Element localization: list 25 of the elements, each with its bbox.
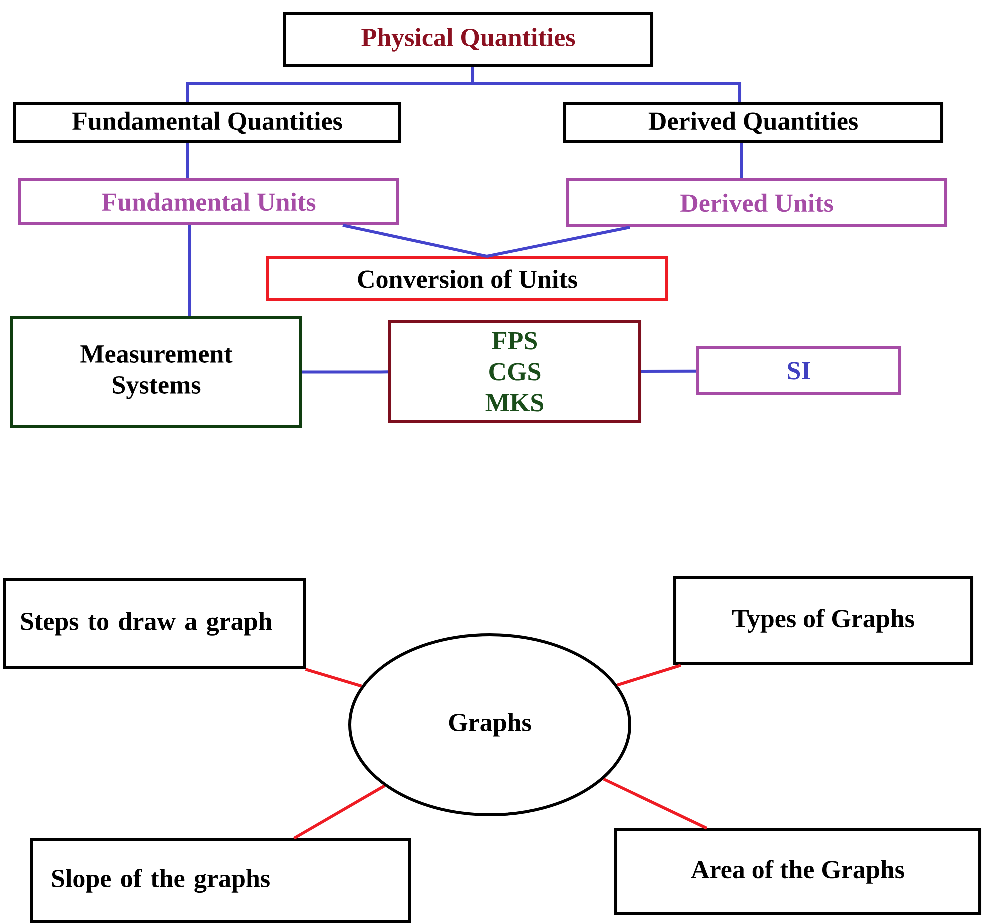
concept-box: Types of Graphs: [674, 576, 974, 666]
connector-line: [188, 226, 192, 316]
connector-line: [302, 370, 388, 374]
concept-box: Measurement Systems: [10, 316, 302, 428]
concept-box: Derived Quantities: [564, 102, 944, 144]
concept-box: Fundamental Units: [18, 178, 400, 226]
connector-line: [486, 226, 630, 258]
concept-box: Area of the Graphs: [614, 828, 982, 916]
concept-box: Steps to draw a graph: [4, 578, 306, 670]
connector-line: [294, 784, 386, 840]
concept-box: Fundamental Quantities: [14, 102, 402, 144]
concept-box: FPS CGS MKS: [388, 320, 642, 424]
concept-box: Slope of the graphs: [30, 838, 412, 924]
concept-box: Physical Quantities: [284, 12, 654, 68]
connector-line: [472, 68, 742, 102]
connector-line: [186, 144, 190, 178]
concept-box: Conversion of Units: [266, 256, 668, 302]
connector-line: [305, 668, 362, 688]
connector-line: [342, 224, 488, 258]
connector-line: [603, 778, 708, 830]
connector-line: [617, 664, 682, 687]
concept-box: SI: [696, 346, 902, 396]
connector-line: [642, 370, 697, 374]
concept-box: Derived Units: [566, 178, 948, 228]
connector-line: [740, 144, 744, 178]
